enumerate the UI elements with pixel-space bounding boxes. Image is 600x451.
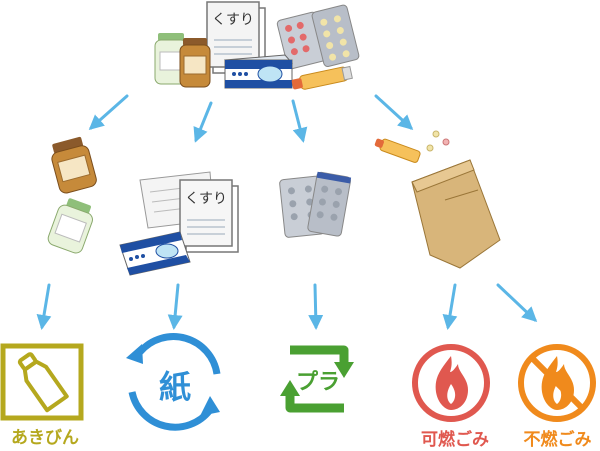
burnable-label: 可燃ごみ	[421, 430, 489, 450]
medicine-bag-label: くすり	[212, 12, 254, 28]
medicine-group: くすり	[154, 1, 360, 90]
paper-icon-text: 紙	[159, 368, 191, 406]
arrow-to-paper-bin	[167, 283, 183, 330]
medicine-bottle-icon	[154, 33, 211, 88]
medicine-bag: くすり	[206, 1, 266, 74]
arrow-to-burnable-bin	[442, 283, 458, 330]
sorted-paper-items: くすり	[119, 171, 239, 276]
arrow-to-bag	[374, 94, 414, 131]
bottles-cans-label: あきびん	[11, 428, 79, 448]
no-flame-icon	[518, 344, 596, 422]
sorted-bottles	[47, 136, 97, 254]
sorted-pill-packs	[279, 171, 352, 238]
plastic-recycle-icon: プラ	[280, 345, 354, 413]
ointment-tube-icon	[291, 65, 353, 90]
ointment-tube-small	[374, 138, 421, 163]
medicine-box-icon	[223, 54, 294, 89]
pill-pack-icon	[276, 4, 360, 70]
opened-box	[119, 231, 191, 276]
flame-icon	[412, 344, 490, 422]
flow-arrows	[36, 94, 538, 330]
arrow-to-packs	[291, 99, 308, 143]
paper-recycle-icon: 紙	[126, 333, 221, 431]
arrow-to-bottle-bin	[36, 283, 52, 330]
bottle-icon	[0, 343, 84, 421]
arrow-to-plastic-bin	[308, 283, 324, 330]
paper-doc-label: くすり	[185, 191, 227, 207]
plastic-icon-text: プラ	[296, 370, 340, 395]
non-burnable-label: 不燃ごみ	[523, 430, 592, 450]
arrow-to-nonburnable-bin	[496, 283, 538, 323]
arrow-to-bottles	[88, 94, 129, 130]
arrow-to-papers	[193, 101, 213, 143]
paper-bag-with-medicine	[374, 130, 501, 269]
